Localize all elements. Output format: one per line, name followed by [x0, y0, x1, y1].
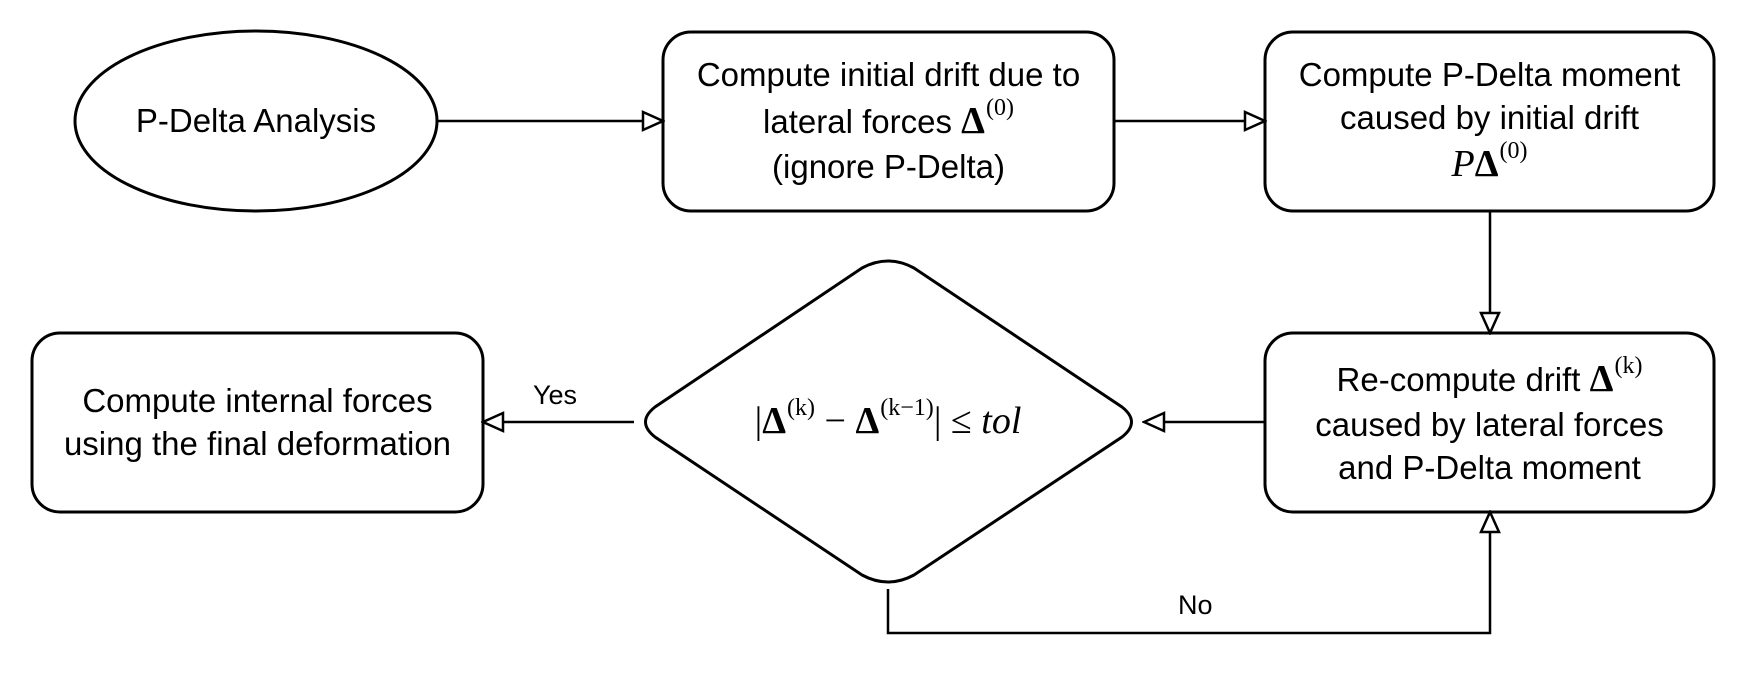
start-label: P-Delta Analysis: [75, 76, 437, 166]
decision-sup-k1: (k−1): [880, 395, 934, 422]
decision-sup-k: (k): [787, 395, 816, 422]
initial-drift-sup: (0): [985, 94, 1014, 121]
recompute-line1: Re-compute drift Δ(k): [1336, 352, 1643, 404]
initial-drift-line1: Compute initial drift due to: [696, 55, 1081, 93]
recompute-symbol: Δ(k): [1589, 352, 1643, 400]
final-line1: Compute internal forces: [82, 381, 433, 419]
decision-formula: |Δ(k) − Δ(k−1)| ≤ tol: [754, 395, 1022, 446]
formula-p: P: [1451, 142, 1475, 185]
yes-label: Yes: [533, 380, 578, 410]
initial-drift-symbol: Δ(0): [961, 94, 1014, 142]
tol-symbol: tol: [981, 400, 1022, 443]
start-label-text: P-Delta Analysis: [135, 101, 377, 139]
recompute-drift-text: Re-compute drift Δ(k) caused by lateral …: [1265, 333, 1714, 512]
no-label: No: [1178, 590, 1213, 620]
recompute-sup: (k): [1614, 352, 1643, 379]
decision-delta-k: Δ: [762, 400, 787, 443]
leq-sign: ≤: [950, 400, 972, 443]
initial-drift-line3: (ignore P-Delta): [772, 148, 1005, 186]
final-forces-text: Compute internal forces using the final …: [32, 333, 483, 512]
pdelta-moment-line1: Compute P-Delta moment: [1298, 55, 1681, 93]
pdelta-moment-text: Compute P-Delta moment caused by initial…: [1265, 32, 1714, 211]
recompute-line1-text: Re-compute drift: [1336, 360, 1581, 398]
formula-sup: (0): [1499, 137, 1528, 164]
decision-diamond: [644, 259, 1133, 584]
decision-delta-k1: Δ: [855, 400, 880, 443]
abs-close: |: [933, 400, 942, 443]
minus-sign: −: [824, 400, 846, 443]
pdelta-moment-line2: caused by initial drift: [1340, 98, 1639, 136]
formula-delta: Δ: [1474, 142, 1499, 185]
recompute-line3: and P-Delta moment: [1338, 449, 1641, 487]
abs-open: |: [754, 400, 763, 443]
initial-drift-text: Compute initial drift due to lateral for…: [663, 32, 1114, 211]
recompute-line2: caused by lateral forces: [1315, 406, 1664, 444]
decision-text: |Δ(k) − Δ(k−1)| ≤ tol: [650, 382, 1126, 462]
final-line2: using the final deformation: [63, 424, 452, 462]
pdelta-moment-formula: PΔ(0): [1451, 137, 1528, 189]
initial-drift-line2-text: lateral forces: [763, 102, 952, 140]
edge-decision-no-loop: [886, 512, 1490, 635]
initial-drift-line2: lateral forces Δ(0): [763, 94, 1014, 146]
